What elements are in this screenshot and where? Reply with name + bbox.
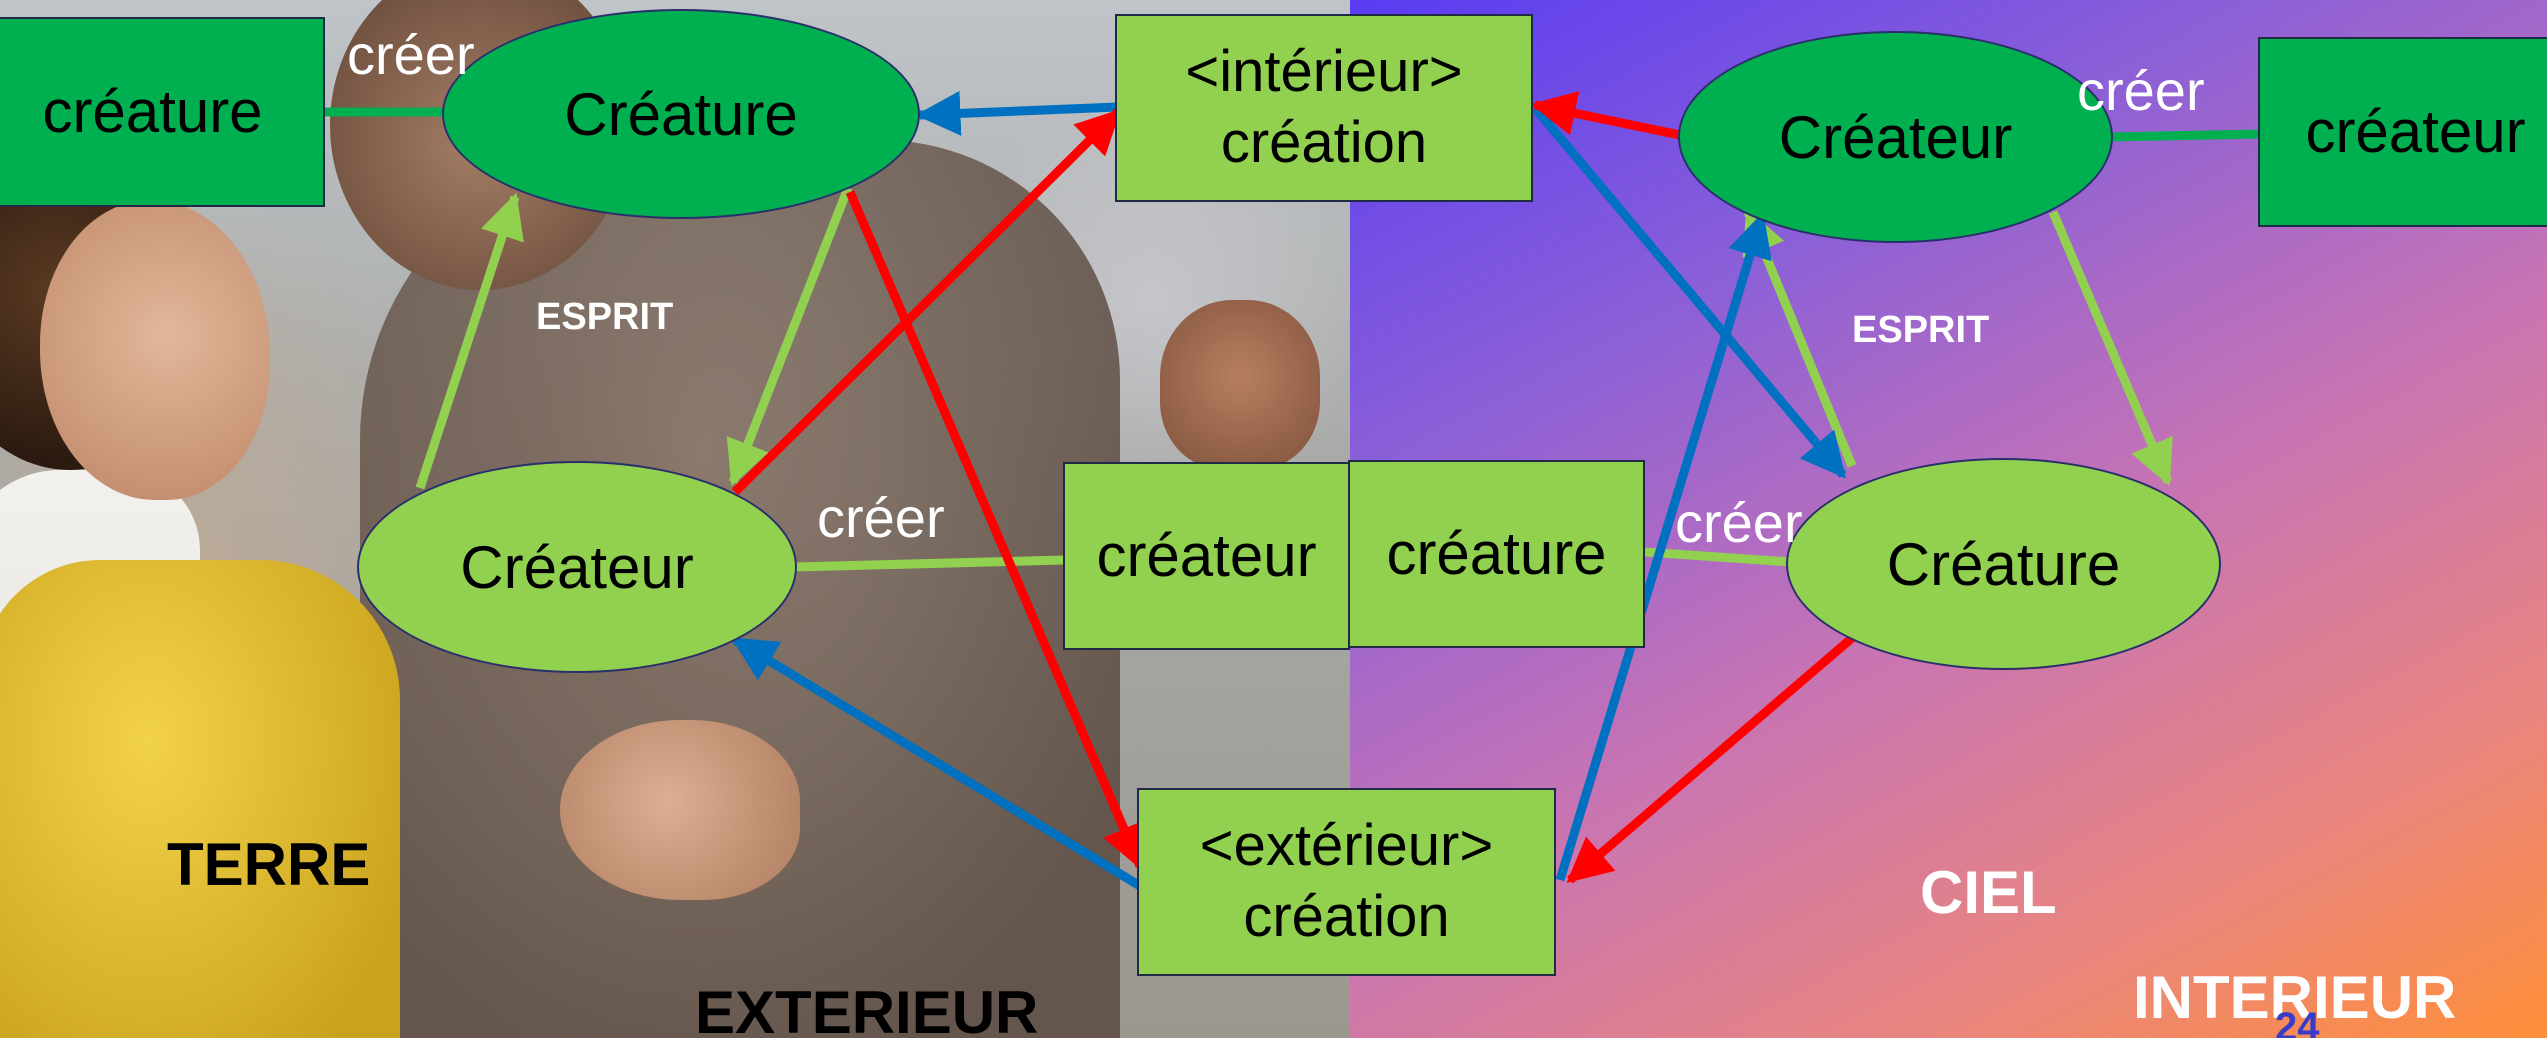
node-label: créature — [42, 78, 263, 146]
node-label: Créateur — [1778, 103, 2013, 171]
node-createur-ellipse-left: Créateur — [357, 461, 797, 673]
red-arrow-createur-right-to-interieur — [1530, 91, 1681, 140]
label-creer-middle-right: créer — [1675, 491, 1803, 554]
label-creer-top-left: créer — [347, 23, 475, 86]
page-number: 24 — [2275, 1005, 2320, 1038]
node-createur-box-middle: créateur — [1063, 462, 1350, 650]
connector-createur-ellipse-to-box — [2111, 129, 2263, 142]
region-label-interieur: INTERIEUR — [2133, 964, 2457, 1031]
node-label: Créature — [1886, 530, 2121, 598]
node-label: Créateur — [460, 533, 694, 601]
node-creature-ellipse-top: Créature — [442, 9, 920, 219]
pointing-hand-silhouette — [560, 720, 800, 900]
red-arrow-createur-left-to-interieur — [731, 108, 1122, 496]
raised-hand-silhouette — [1160, 300, 1320, 470]
node-createur-box-right: créateur — [2258, 37, 2547, 227]
region-label-terre: TERRE — [167, 831, 371, 898]
red-arrow-creature-right-to-exterieur — [1566, 634, 1855, 884]
connector-createur-left-to-box — [794, 555, 1066, 572]
node-label: créateur — [2305, 98, 2526, 166]
node-label: créature — [1386, 520, 1607, 588]
woman-face-silhouette — [40, 200, 270, 500]
node-interieur-creation: <intérieur> création — [1115, 14, 1533, 202]
blue-arrow-interieur-to-creature — [915, 90, 1119, 136]
node-exterieur-creation: <extérieur> création — [1137, 788, 1556, 976]
red-arrow-creature-to-exterieur — [845, 190, 1145, 871]
label-esprit-right: ESPRIT — [1852, 309, 1990, 351]
region-label-ciel: CIEL — [1920, 859, 2057, 926]
label-creer-top-right: créer — [2077, 59, 2205, 122]
node-creature-box-middle: créature — [1348, 460, 1645, 648]
label-creer-middle-left: créer — [817, 486, 945, 549]
green-arrow-createur-to-creature-right — [2048, 210, 2173, 487]
node-createur-ellipse-right: Créateur — [1678, 31, 2113, 243]
blue-arrow-interieur-to-creature-right — [1531, 105, 1847, 479]
node-label-line: <extérieur> — [1199, 813, 1494, 879]
blue-arrow-exterieur-to-createur-right — [1555, 211, 1772, 882]
node-label: Créature — [564, 80, 798, 148]
node-label-line: création — [1243, 884, 1450, 949]
node-label: créateur — [1096, 522, 1317, 590]
node-label-line: création — [1220, 110, 1428, 175]
green-arrow-createur-to-creature-left — [415, 192, 524, 490]
node-creature-box-top: créature — [0, 17, 325, 207]
green-arrow-creature-to-createur-left — [726, 186, 853, 487]
blue-arrow-exterieur-to-createur-left — [731, 636, 1143, 890]
node-label-line: <intérieur> — [1185, 39, 1463, 105]
woman-apron-silhouette — [0, 560, 400, 1038]
label-esprit-left: ESPRIT — [536, 296, 674, 338]
connector-creature-box-to-right-ellipse — [1644, 547, 1791, 567]
region-label-exterieur: EXTERIEUR — [695, 979, 1039, 1038]
node-creature-ellipse-right: Créature — [1786, 458, 2221, 670]
